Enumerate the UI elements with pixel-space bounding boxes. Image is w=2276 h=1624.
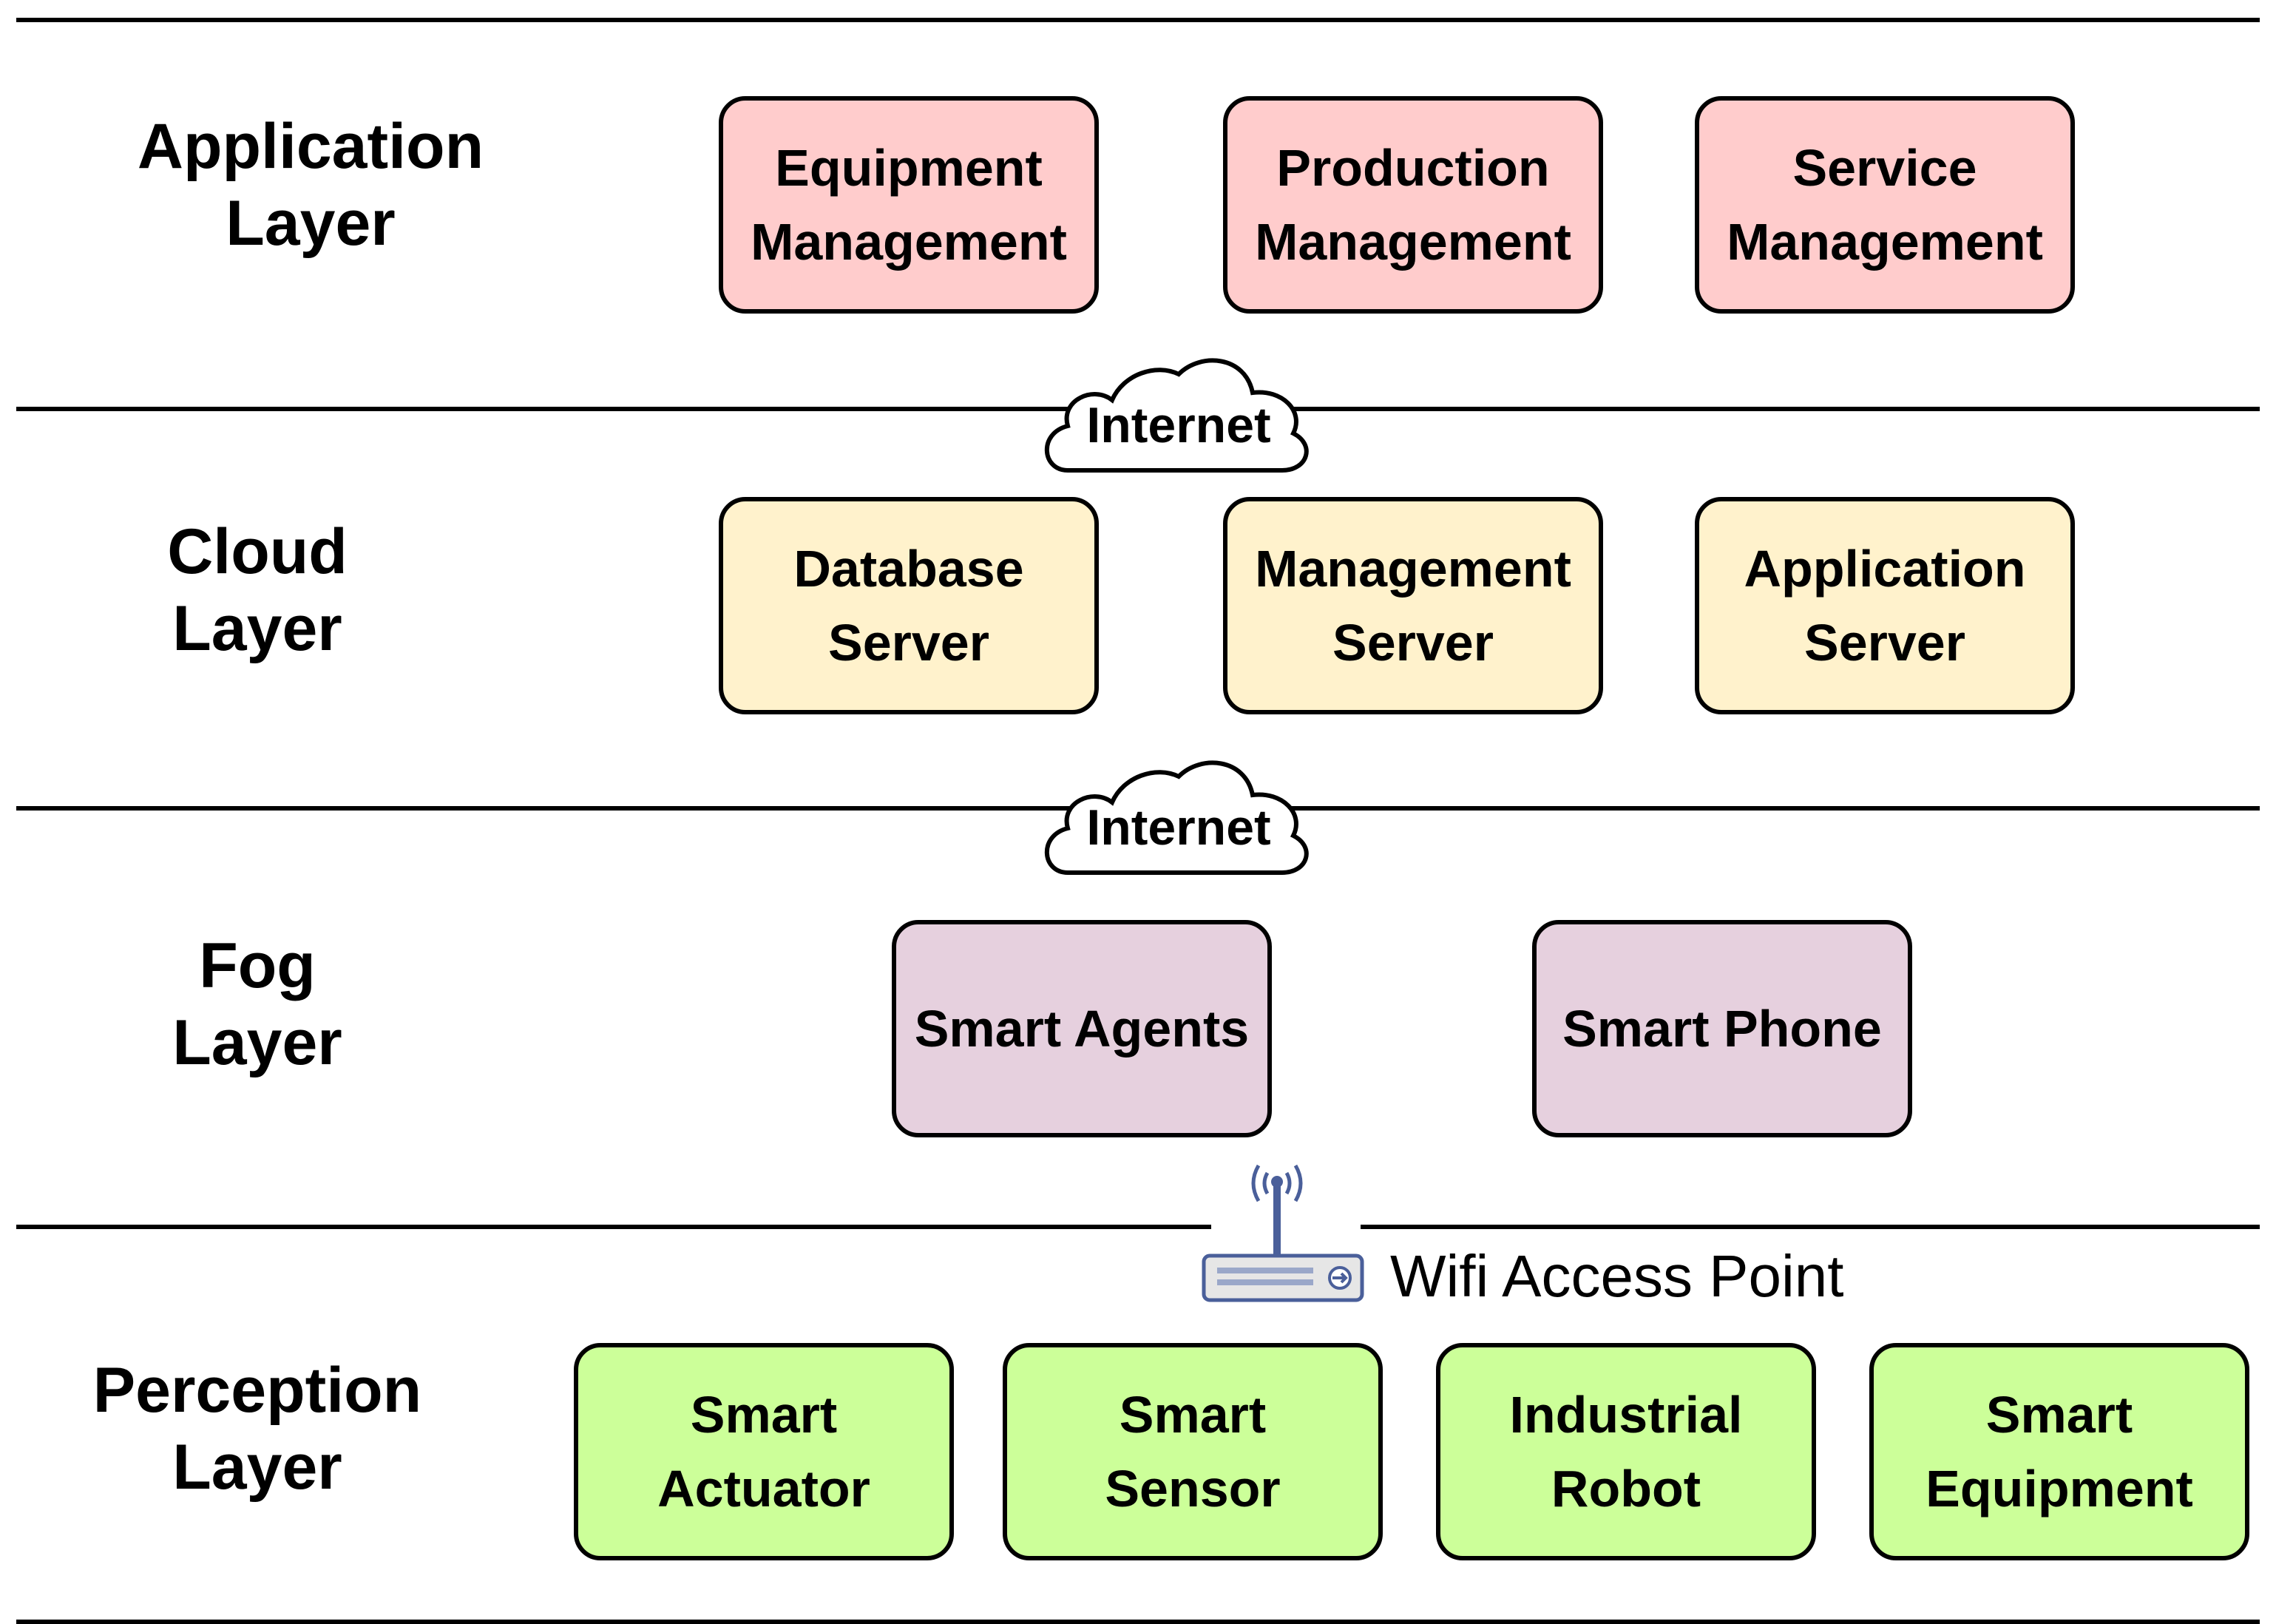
- application-layer-title: Application Layer: [137, 111, 484, 259]
- bottom-border-line: [16, 1620, 2260, 1624]
- smart-sensor-box: Smart Sensor: [1003, 1343, 1383, 1560]
- application-server-label: Application Server: [1744, 540, 2026, 671]
- wifi-access-point-label: Wifi Access Point: [1390, 1243, 1844, 1309]
- internet-cloud-1: Internet: [1038, 352, 1319, 485]
- management-server-label: Management Server: [1255, 540, 1571, 671]
- smart-actuator-label: Smart Actuator: [657, 1386, 870, 1518]
- smart-agents-label: Smart Agents: [914, 1000, 1250, 1058]
- application-server-box: Application Server: [1695, 497, 2075, 714]
- perception-layer-title: Perception Layer: [92, 1355, 422, 1503]
- database-server-label: Database Server: [793, 540, 1024, 671]
- industrial-robot-label: Industrial Robot: [1509, 1386, 1743, 1518]
- smart-sensor-label: Smart Sensor: [1105, 1386, 1281, 1518]
- service-management-label: Service Management: [1727, 139, 2043, 271]
- internet-label-1: Internet: [1086, 397, 1271, 453]
- cloud-icon: [1044, 760, 1309, 875]
- smart-actuator-box: Smart Actuator: [574, 1343, 954, 1560]
- cloud-icon: [1044, 358, 1309, 473]
- industrial-robot-box: Industrial Robot: [1436, 1343, 1816, 1560]
- smart-phone-label: Smart Phone: [1562, 1000, 1882, 1058]
- smart-phone-box: Smart Phone: [1532, 920, 1912, 1137]
- service-management-box: Service Management: [1695, 96, 2075, 314]
- fog-layer-title: Fog Layer: [172, 930, 342, 1078]
- top-border-line: [16, 18, 2260, 22]
- database-server-box: Database Server: [719, 497, 1099, 714]
- fog-perception-separator-right: [1361, 1225, 2260, 1229]
- equipment-management-label: Equipment Management: [751, 139, 1067, 271]
- management-server-box: Management Server: [1223, 497, 1603, 714]
- equipment-management-box: Equipment Management: [719, 96, 1099, 314]
- wifi-router-icon: [1202, 1164, 1364, 1302]
- fog-perception-separator-left: [16, 1225, 1211, 1229]
- smart-equipment-box: Smart Equipment: [1869, 1343, 2249, 1560]
- production-management-label: Production Management: [1255, 139, 1571, 271]
- internet-label-2: Internet: [1086, 799, 1271, 856]
- smart-agents-box: Smart Agents: [892, 920, 1272, 1137]
- internet-cloud-2: Internet: [1038, 754, 1319, 887]
- cloud-layer-title: Cloud Layer: [167, 516, 348, 664]
- production-management-box: Production Management: [1223, 96, 1603, 314]
- smart-equipment-label: Smart Equipment: [1926, 1386, 2193, 1518]
